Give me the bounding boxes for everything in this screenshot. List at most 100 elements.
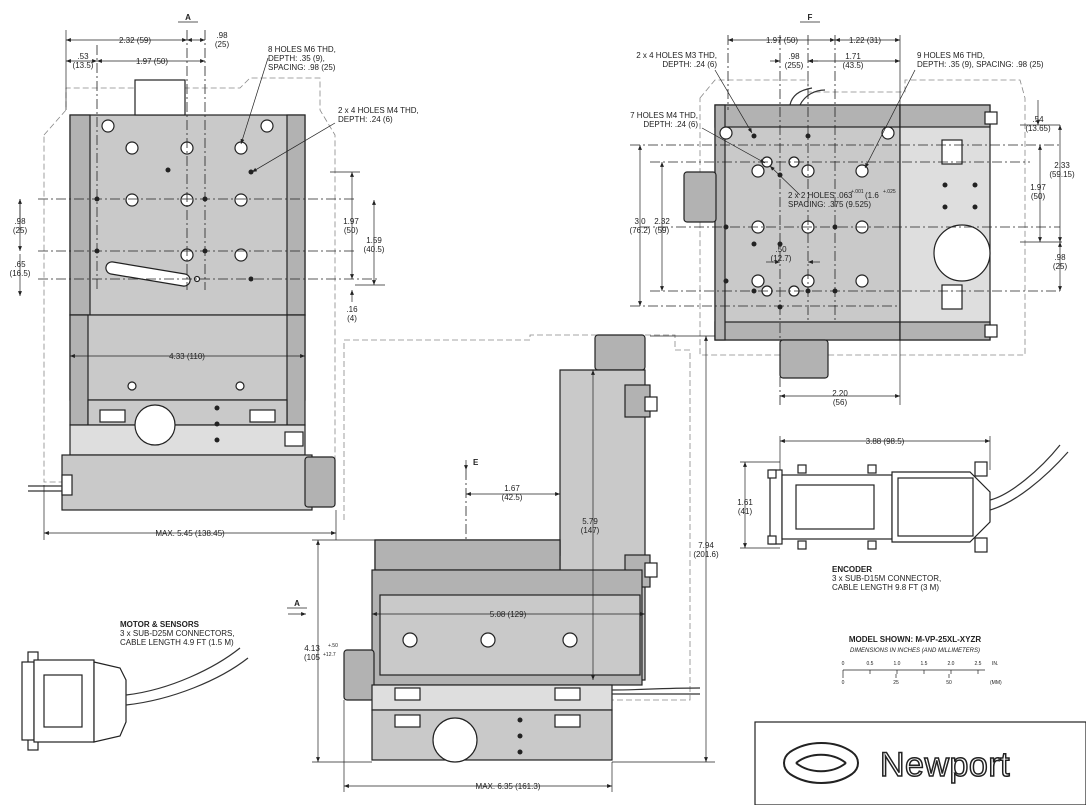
dim-f-3-0-mm: (76.2) — [630, 226, 651, 235]
scale-in-2-0: 2.0 — [948, 661, 955, 667]
dim-c-1-67-mm: (42.5) — [502, 493, 523, 502]
dim-98-top: .98 — [216, 31, 228, 40]
note-2x4-holes-m3-l1: 2 x 4 HOLES M3 THD, — [636, 51, 717, 60]
scale-in-1-5: 1.5 — [921, 661, 928, 667]
dim-1-97-vert: 1.97 — [343, 217, 359, 226]
view-arrow-a-label: A — [294, 599, 300, 608]
scale-in-unit: IN. — [992, 661, 998, 667]
note-7-holes-m4-l2: DEPTH: .24 (6) — [643, 120, 698, 129]
motor-connector: MOTOR & SENSORS 3 x SUB-D25M CONNECTORS,… — [21, 620, 249, 751]
dim-1-59-mm: (40.5) — [364, 245, 385, 254]
note-2x4-holes-m4-l1: 2 x 4 HOLES M4 THD, — [338, 106, 419, 115]
dim-f-2-32-mm: (59) — [655, 226, 670, 235]
motor-title: MOTOR & SENSORS — [120, 620, 200, 629]
dim-f-98-vert-mm: (25) — [1053, 262, 1068, 271]
scale-bar: 0 0.5 1.0 1.5 2.0 2.5 IN. 0 25 50 (MM) — [842, 661, 1002, 686]
dim-16: .16 — [346, 305, 358, 314]
dim-c-5-79-mm: (147) — [581, 526, 600, 535]
motor-line-2: CABLE LENGTH 4.9 FT (1.5 M) — [120, 638, 234, 647]
dim-f-1-71: 1.71 — [845, 52, 861, 61]
dim-f-2-32: 2.32 — [654, 217, 670, 226]
dim-c-7-94-mm: (201.6) — [693, 550, 719, 559]
dim-max-5-45: MAX. 5.45 (138.45) — [155, 529, 225, 538]
scale-in-2-5: 2.5 — [975, 661, 982, 667]
encoder-title: ENCODER — [832, 565, 872, 574]
note-2x2-holes-mm-tol: +.025 — [883, 189, 896, 195]
dim-53-mm: (13.5) — [73, 61, 94, 70]
note-2x4-holes-m3-l2: DEPTH: .24 (6) — [662, 60, 717, 69]
view-label-f: F — [808, 13, 813, 22]
note-9-holes-m6-l2: DEPTH: .35 (9), SPACING: .98 (25) — [917, 60, 1044, 69]
note-2x4-holes-m4-l2: DEPTH: .24 (6) — [338, 115, 393, 124]
model-info: MODEL SHOWN: M-VP-25XL-XYZR DIMENSIONS I… — [842, 635, 1002, 686]
dim-f-1-97: 1.97 (50) — [766, 36, 798, 45]
dim-e-3-88: 3.88 (98.5) — [866, 437, 905, 446]
note-2x2-holes-l1: 2 x 2 HOLES .063 — [788, 191, 853, 200]
scale-mm-25: 25 — [893, 680, 899, 686]
dim-65: .65 — [14, 260, 26, 269]
view-label-e: E — [473, 458, 479, 467]
scale-mm-0: 0 — [842, 680, 845, 686]
model-title: MODEL SHOWN: M-VP-25XL-XYZR — [849, 635, 982, 644]
note-8-holes-m6-l3: SPACING: .98 (25) — [268, 63, 336, 72]
dim-c-max-6-35: MAX. 6.35 (161.3) — [476, 782, 541, 791]
dim-1-97-vert-mm: (50) — [344, 226, 359, 235]
dim-16-mm: (4) — [347, 314, 357, 323]
dim-f-50: .50 — [775, 245, 787, 254]
center-view: E A 1.67 (42.5) 5.79 (147) 7.94 (201.6) … — [287, 334, 719, 792]
newport-wordmark: Newport — [880, 746, 1010, 784]
note-2x2-holes-mm: (1.6 — [865, 191, 879, 200]
note-8-holes-m6-l1: 8 HOLES M6 THD, — [268, 45, 336, 54]
right-view: F — [630, 13, 1075, 407]
note-9-holes-m6-l1: 9 HOLES M6 THD, — [917, 51, 985, 60]
dim-98-top-mm: (25) — [215, 40, 230, 49]
dim-f-54-mm: (13.65) — [1025, 124, 1051, 133]
note-7-holes-m4-l1: 7 HOLES M4 THD, — [630, 111, 698, 120]
scale-in-0: 0 — [842, 661, 845, 667]
dim-1-59: 1.59 — [366, 236, 382, 245]
dim-c-5-08: 5.08 (129) — [490, 610, 527, 619]
dim-4-33: 4.33 (110) — [169, 352, 205, 361]
dim-e-1-61: 1.61 — [737, 498, 753, 507]
dim-f-2-33-mm: (59.15) — [1049, 170, 1075, 179]
dim-f-98-mm: (255) — [785, 61, 804, 70]
newport-emblem-icon — [783, 742, 859, 784]
dim-2-32: 2.32 (59) — [119, 36, 151, 45]
dim-c-7-94: 7.94 — [698, 541, 714, 550]
dim-c-5-79: 5.79 — [582, 517, 598, 526]
scale-mm-50: 50 — [946, 680, 952, 686]
note-8-holes-m6-l2: DEPTH: .35 (9), — [268, 54, 325, 63]
dim-f-98: .98 — [788, 52, 800, 61]
dim-c-1-67: 1.67 — [504, 484, 520, 493]
dim-98-side-mm: (25) — [13, 226, 28, 235]
dim-c-4-13: 4.13 — [304, 644, 320, 653]
note-2x2-holes-tol: +.001 — [851, 189, 864, 195]
dim-f-50-mm: (12.7) — [771, 254, 792, 263]
newport-logo: Newport — [754, 721, 1086, 805]
note-2x2-holes-l2: SPACING: .375 (9.525) — [788, 200, 871, 209]
scale-in-0-5: 0.5 — [867, 661, 874, 667]
dim-f-2-20: 2.20 — [832, 389, 848, 398]
dim-f-2-33: 2.33 — [1054, 161, 1070, 170]
dim-1-97: 1.97 (50) — [136, 57, 168, 66]
dim-f-1-71-mm: (43.5) — [843, 61, 864, 70]
dim-65-mm: (16.5) — [10, 269, 31, 278]
encoder-connector: 3.88 (98.5) 1.61 (41) ENCODER 3 x SUB-D1… — [737, 436, 1069, 592]
dim-c-4-13-mm: (105 — [304, 653, 321, 662]
dim-f-98-vert: .98 — [1054, 253, 1066, 262]
left-view: A — [10, 13, 419, 540]
dim-c-4-13-mm-tol: +12.7 — [323, 652, 336, 658]
view-label-a: A — [185, 13, 191, 22]
dim-f-2-20-mm: (56) — [833, 398, 848, 407]
dim-f-1-97-vert-mm: (50) — [1031, 192, 1046, 201]
dim-c-4-13-tol: +.50 — [328, 643, 338, 649]
encoder-line-2: CABLE LENGTH 9.8 FT (3 M) — [832, 583, 939, 592]
model-subtitle: DIMENSIONS IN INCHES (AND MILLIMETERS) — [850, 648, 980, 654]
dim-f-1-22: 1.22 (31) — [849, 36, 881, 45]
dim-f-54: .54 — [1032, 115, 1044, 124]
dim-53: .53 — [77, 52, 89, 61]
encoder-line-1: 3 x SUB-D15M CONNECTOR, — [832, 574, 941, 583]
dim-e-1-61-mm: (41) — [738, 507, 753, 516]
dim-98-side: .98 — [14, 217, 26, 226]
